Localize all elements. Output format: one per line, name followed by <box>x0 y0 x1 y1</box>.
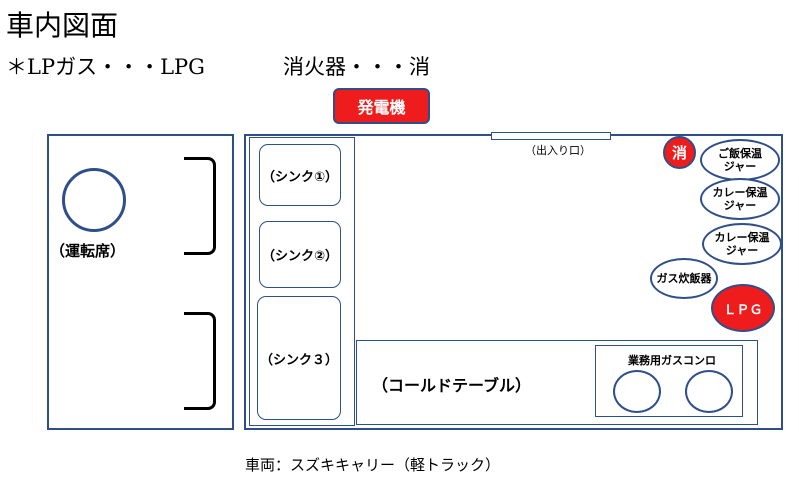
driver-seat-label: （運転席） <box>50 242 126 260</box>
steering-wheel <box>62 168 126 232</box>
gas-burner-right <box>685 370 733 413</box>
rice-warmer-line1: ご飯保温 <box>718 147 762 160</box>
curry-warmer-jar-1: カレー保温 ジャー <box>700 178 780 220</box>
gas-rice-cooker: ガス炊飯器 <box>650 258 718 299</box>
curry-warmer-2-line2: ジャー <box>725 244 759 257</box>
sink-1-label: （シンク①） <box>261 169 338 185</box>
seat-bracket-lower <box>184 312 216 410</box>
cold-table <box>356 340 758 425</box>
fire-extinguisher-label: 消 <box>671 144 687 162</box>
page-title: 車内図面 <box>6 9 119 42</box>
entrance-label: （出入り口） <box>525 144 591 157</box>
curry-warmer-2-line1: カレー保温 <box>714 231 770 244</box>
fire-extinguisher: 消 <box>663 136 696 169</box>
sink-2: （シンク②） <box>259 221 341 288</box>
curry-warmer-jar-2: カレー保温 ジャー <box>702 223 782 265</box>
gas-stove <box>595 345 743 417</box>
cab-area <box>47 134 234 430</box>
rice-warmer-jar: ご飯保温 ジャー <box>700 139 780 181</box>
sink-1: （シンク①） <box>259 144 341 206</box>
gas-rice-cooker-label: ガス炊飯器 <box>656 272 712 285</box>
cold-table-label: （コールドテーブル） <box>372 376 532 395</box>
entrance-door <box>491 132 611 140</box>
lpg-tank-label: ＬＰＧ <box>723 302 763 318</box>
sink-column <box>249 137 355 426</box>
curry-warmer-1-line1: カレー保温 <box>712 186 768 199</box>
vehicle-caption: 車両：スズキキャリー（軽トラック） <box>245 456 501 474</box>
seat-bracket-upper <box>184 157 216 255</box>
generator-box: 発電機 <box>333 88 430 124</box>
generator-label: 発電機 <box>357 98 406 117</box>
sink-3: （シンク３） <box>257 296 341 420</box>
sink-3-label: （シンク３） <box>259 352 338 368</box>
curry-warmer-1-line2: ジャー <box>723 199 757 212</box>
gas-stove-label: 業務用ガスコンロ <box>628 354 716 367</box>
gas-burner-left <box>613 370 661 413</box>
legend-lpg: ＊LPガス・・・LPG <box>6 55 205 79</box>
lpg-tank: ＬＰＧ <box>711 284 775 332</box>
sink-2-label: （シンク②） <box>261 249 338 264</box>
rice-warmer-line2: ジャー <box>723 160 757 173</box>
legend-extinguisher: 消火器・・・消 <box>283 55 430 79</box>
